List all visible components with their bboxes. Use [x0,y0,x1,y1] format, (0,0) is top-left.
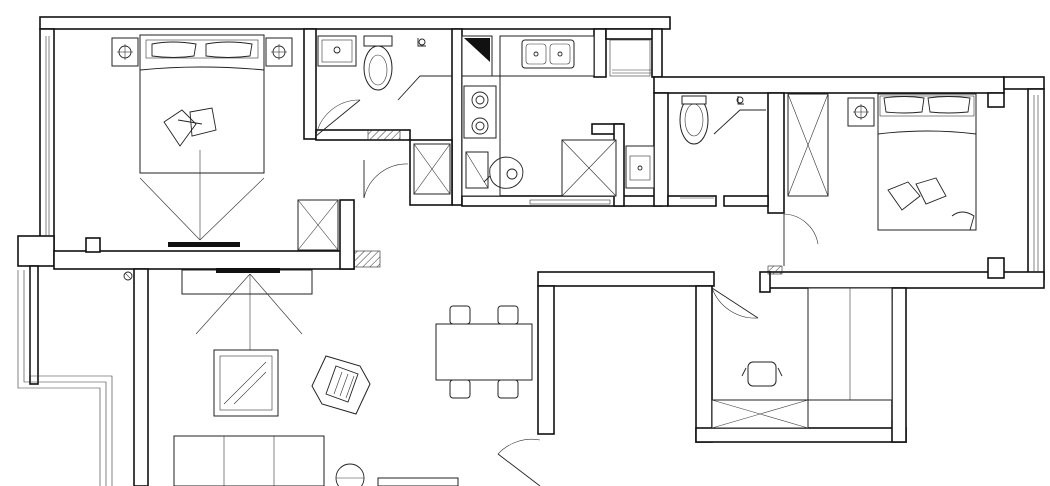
stove-icon [463,85,497,139]
wall-stub [85,237,101,253]
bedroom-right-wall-lower [339,199,355,270]
door-swing-icon [783,213,819,245]
window-icon [609,39,652,77]
bed-blanket-fold [877,130,977,135]
bath2-left-wall [653,92,669,207]
study-left-wall [695,285,713,443]
left-corner-wall [17,235,55,267]
bed-blanket-fold [139,66,265,71]
shower-screen [397,75,452,101]
bed-headboard [879,95,975,117]
bath1-right-wall [451,28,463,206]
dining-table-icon [435,305,533,399]
right-top-wall [653,76,1005,94]
tv-cabinet [181,269,313,295]
utility-right-wall [651,28,663,78]
door-swing-icon [711,287,759,319]
bedroom-bottom-wall [53,250,355,270]
tv-icon [216,268,280,273]
living-room [123,268,459,486]
balcony-top-wall [1003,76,1045,90]
second-bedroom [787,93,977,231]
living-left-wall [133,268,149,486]
toilet-icon [363,35,393,91]
kitchen-right-wall-top [593,28,607,78]
tv-icon [168,242,240,247]
bed-icon [139,34,265,174]
bedroom2-right-stub [987,257,1005,279]
study [711,287,893,429]
study-door-jamb [759,271,771,293]
bath2-bottom-wall-2 [723,195,769,207]
pillow-icon [163,107,217,147]
blanket-corner [951,211,975,231]
kitchen [461,35,655,205]
bathroom-2 [679,95,819,275]
fridge-icon [464,38,490,62]
bath1-threshold [367,129,401,141]
tv-view-line [195,273,251,335]
top-exterior-wall [39,16,671,30]
coffee-table [213,349,279,417]
lamp-icon [117,44,133,60]
bed-headboard [145,39,259,59]
pillow-icon [883,96,971,114]
corridor [497,438,541,486]
lamp-icon [271,44,287,60]
window-icon [17,270,113,486]
door-swing-icon [497,438,541,455]
study-bottom-wall [695,427,907,443]
tv-view-line [139,177,201,241]
right-top-stub [987,92,1005,108]
kitchen-bottom-wall [461,195,663,207]
sink-icon [625,145,655,189]
armchair-icon [311,355,371,415]
bathroom-1 [315,35,452,199]
window-icon [1033,95,1039,272]
door-swing-icon [363,163,409,199]
pillow-icon [887,177,947,211]
door-swing-icon [315,99,361,137]
shower-icon [736,96,744,105]
shower-screen [713,109,766,135]
window-icon [45,36,50,236]
round-side-table [335,463,365,486]
bath2-right-wall [767,92,785,214]
bed-icon [877,93,977,231]
side-cabinet [377,477,459,486]
corridor-top-wall [537,271,715,287]
corridor-left-wall [537,285,555,435]
sofa-icon [173,435,325,486]
bath2-bottom-wall [667,195,717,207]
threshold [353,250,381,268]
pillow-icon [151,41,253,58]
sink-icon [317,35,357,67]
threshold [767,265,783,275]
master-bedroom [111,34,381,268]
toilet-icon [679,95,709,145]
balcony-right-wall [1027,88,1045,280]
living-window-frame [29,265,39,385]
bedroom-right-wall-upper [303,28,317,140]
sink-icon [521,39,575,69]
desk-chair-icon [741,361,783,387]
person-icon [483,156,524,189]
study-right-wall [891,287,907,443]
dining-area [435,305,533,399]
left-bedroom-wall [39,28,55,252]
windows [17,36,1039,486]
tv-view-line [199,177,265,241]
tv-view-line [249,273,303,335]
shower-icon [417,38,426,47]
lamp-icon [123,271,133,281]
sliding-door [529,199,611,205]
utility-top-wall [605,28,655,40]
lamp-icon [853,104,869,120]
